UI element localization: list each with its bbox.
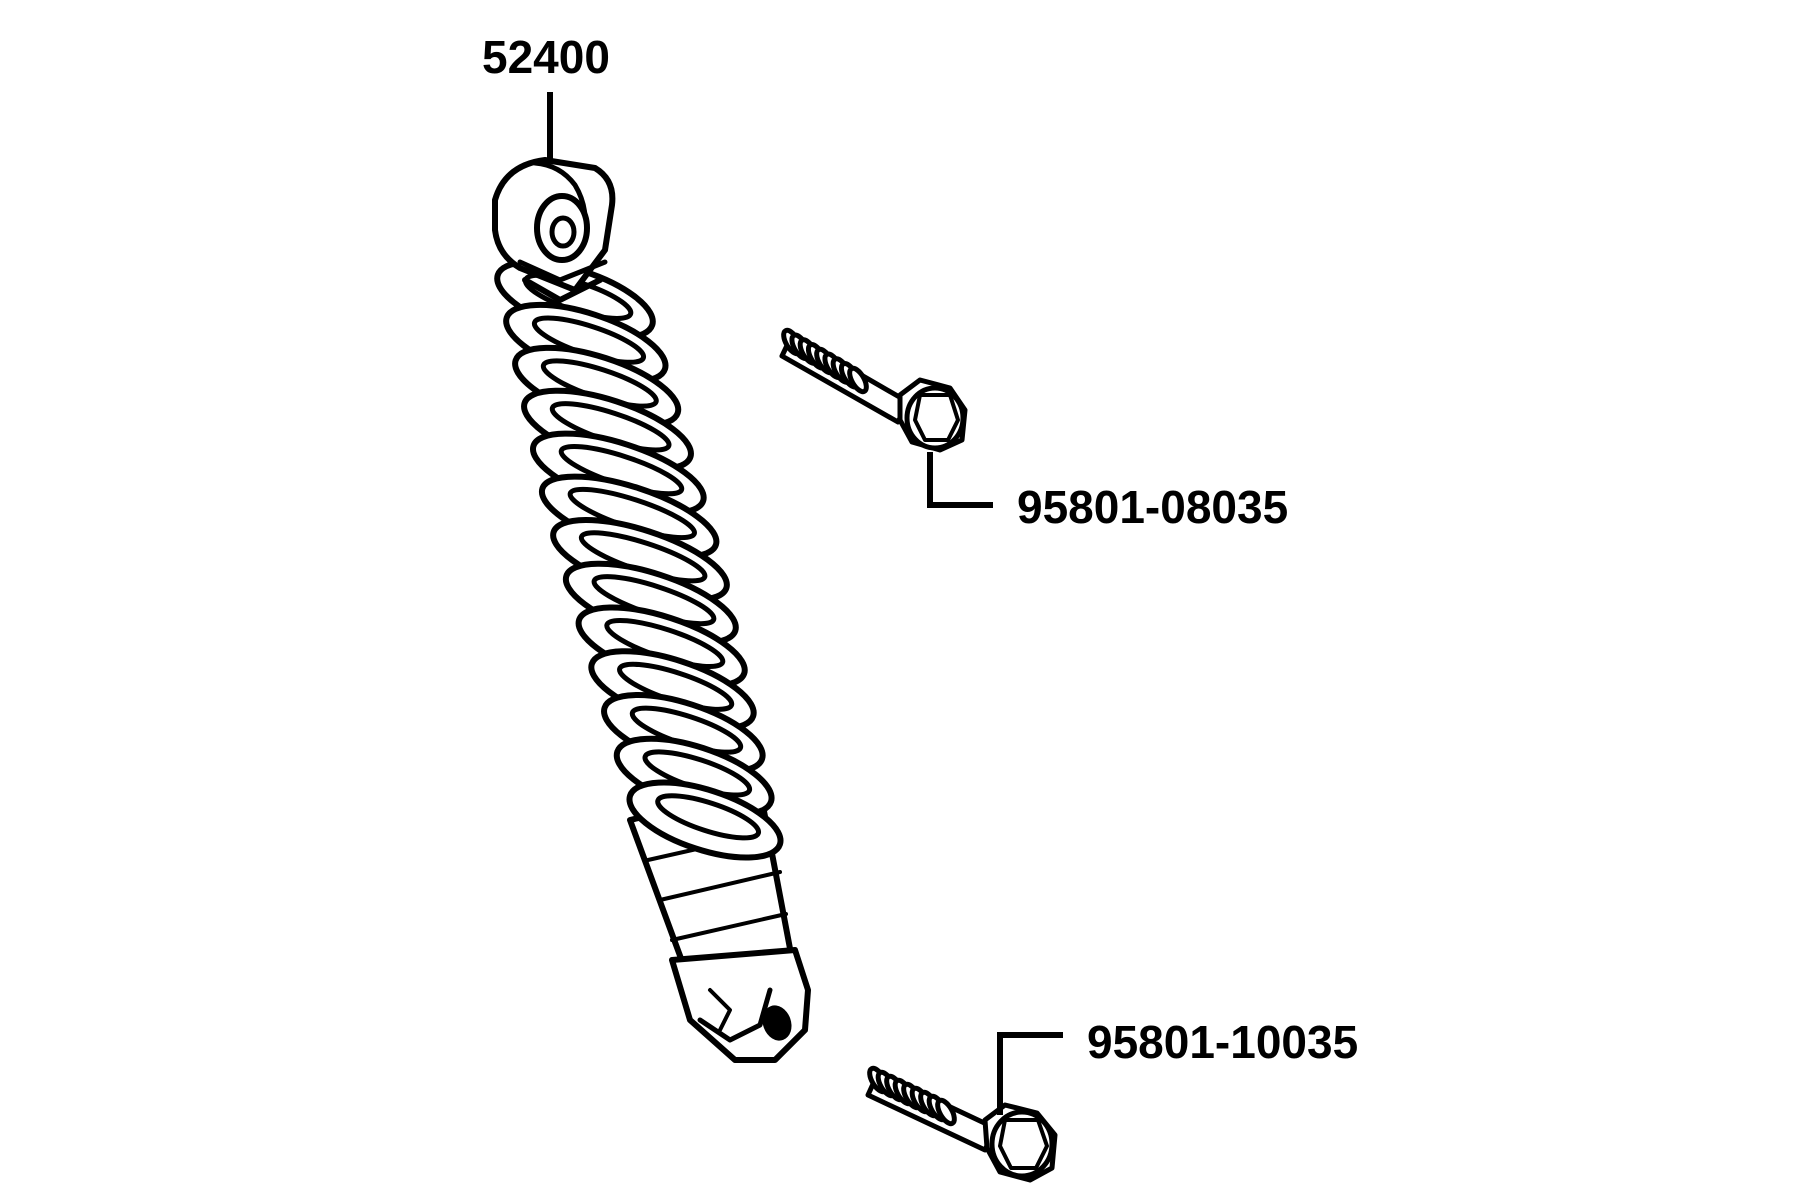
bolt-upper-threads (780, 328, 869, 395)
leader-lines (550, 95, 1060, 1112)
part-number-lower-bolt: 95801-10035 (1087, 1016, 1359, 1068)
leader-bolt-lower (1000, 1035, 1060, 1112)
bolt-upper[interactable] (780, 328, 965, 450)
bolt-lower[interactable] (866, 1066, 1055, 1180)
part-number-upper-bolt: 95801-08035 (1017, 481, 1289, 533)
part-number-shock-absorber: 52400 (482, 31, 610, 83)
spring-coil-inner (654, 787, 763, 846)
bolt-lower-threads (866, 1066, 957, 1127)
upper-mount-eye (495, 160, 612, 300)
leader-bolt-upper (930, 455, 990, 505)
shock-absorber[interactable] (489, 160, 808, 1060)
lower-mount-eye (672, 950, 808, 1060)
thread-ring (934, 1098, 957, 1127)
thread-ring (846, 366, 869, 395)
coil-spring (489, 246, 790, 873)
